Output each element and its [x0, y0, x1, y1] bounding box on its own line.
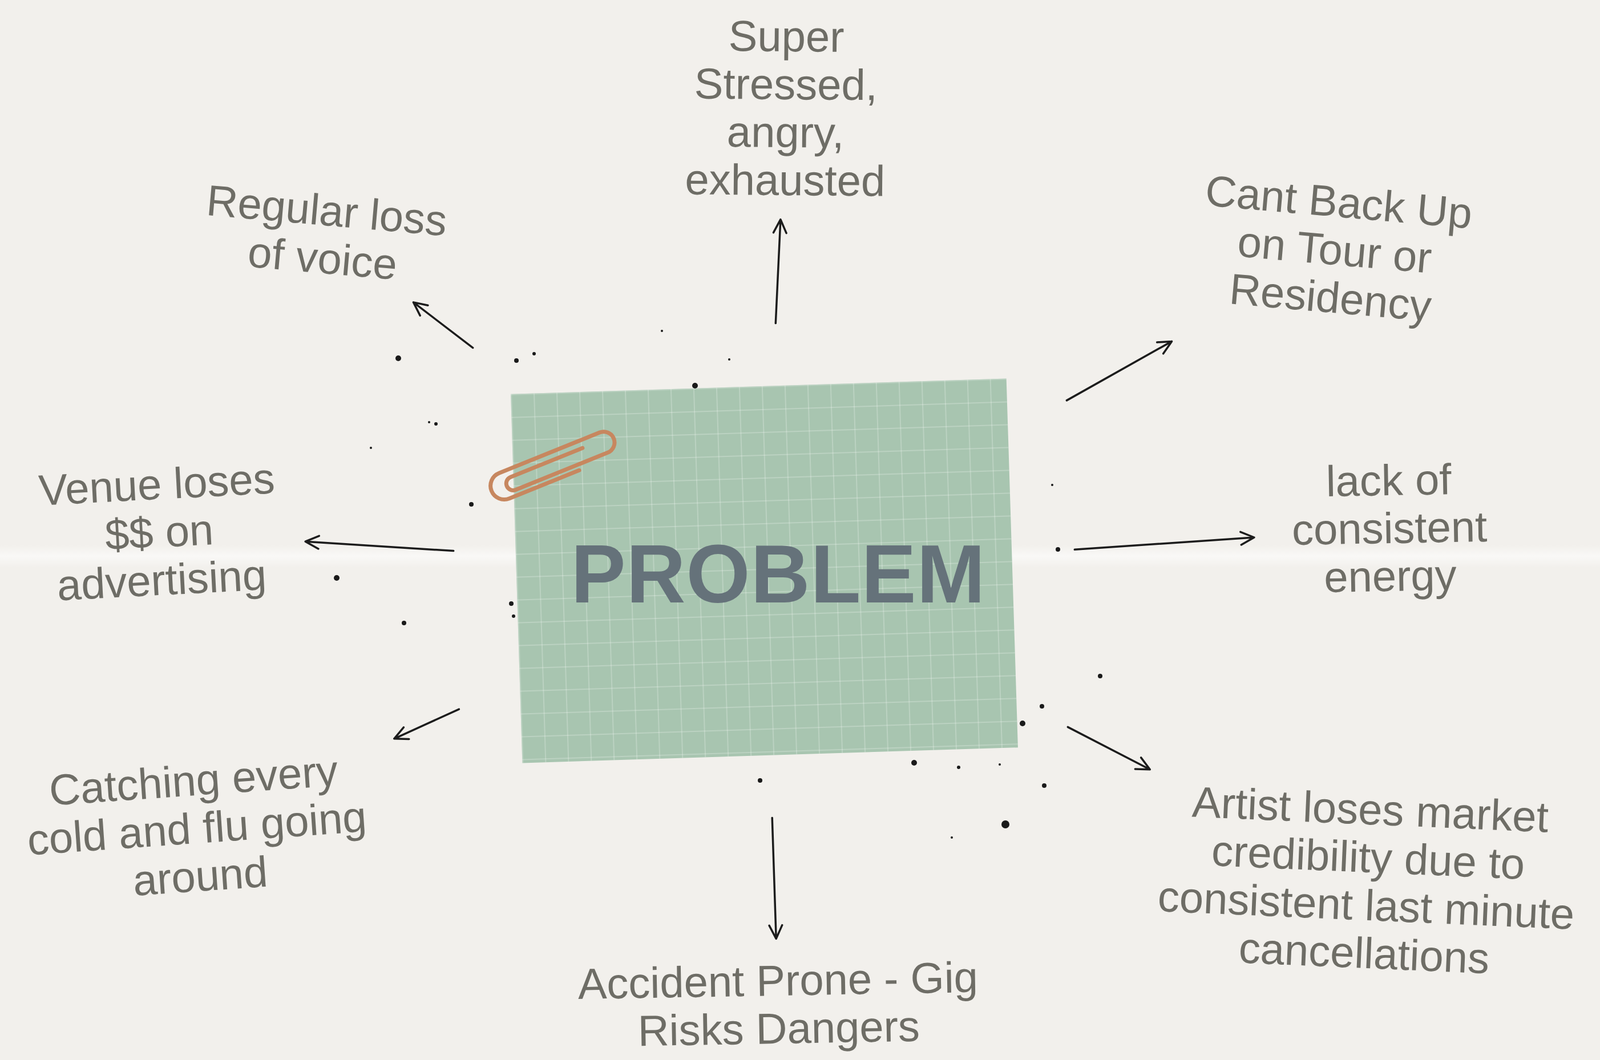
effect-text: Accident Prone - Gig Risks Dangers: [560, 952, 997, 1057]
effect-label: Venue loses $$ on advertising: [27, 453, 292, 611]
effect-text: Venue loses $$ on advertising: [27, 453, 292, 611]
ink-speckle: [1001, 820, 1010, 829]
ink-speckle: [660, 329, 664, 333]
effect-text: Cant Back Up on Tour or Residency: [1180, 165, 1489, 335]
arrow-connector: [413, 302, 474, 349]
effect-label: Catching every cold and flu going around: [12, 744, 382, 913]
effect-label: Cant Back Up on Tour or Residency: [1180, 165, 1489, 335]
arrow-connector: [1066, 341, 1172, 401]
ink-speckle: [532, 352, 536, 356]
ink-speckle: [950, 836, 953, 839]
paperclip: [486, 428, 620, 504]
effect-label: lack of consistent energy: [1268, 454, 1511, 602]
effect-label: Accident Prone - Gig Risks Dangers: [560, 952, 997, 1057]
problem-title: PROBLEM: [542, 519, 987, 622]
effect-text: Regular loss of voice: [190, 175, 460, 294]
ink-speckle: [434, 422, 438, 426]
ink-speckle: [1041, 783, 1047, 789]
effect-label: Artist loses market credibility due to c…: [1140, 776, 1594, 988]
ink-speckle: [395, 355, 402, 362]
arrow-connector: [773, 219, 787, 324]
ink-speckle: [728, 358, 731, 361]
ink-speckles: [333, 329, 1103, 839]
ink-speckle: [1019, 720, 1026, 727]
ink-speckle: [1055, 547, 1061, 552]
arrow-connector: [394, 709, 460, 739]
arrow-connector: [769, 817, 783, 939]
arrow-connector: [305, 535, 454, 551]
ink-speckle: [911, 760, 917, 766]
effect-label: Super Stressed, angry, exhausted: [671, 11, 901, 205]
ink-speckle: [1039, 704, 1045, 709]
ink-speckle: [757, 778, 763, 783]
ink-speckle: [514, 358, 519, 363]
effect-text: Catching every cold and flu going around: [12, 744, 382, 913]
effect-text: Artist loses market credibility due to c…: [1140, 776, 1594, 988]
ink-speckle: [1051, 483, 1054, 487]
problem-card: PROBLEM: [516, 386, 1013, 756]
ink-speckle: [998, 763, 1001, 766]
effect-text: Super Stressed, angry, exhausted: [671, 11, 901, 205]
ink-speckle: [956, 765, 961, 770]
ink-speckle: [333, 575, 340, 581]
ink-speckle: [469, 502, 474, 507]
arrow-connector: [1067, 726, 1150, 770]
ink-speckle: [401, 620, 407, 626]
effect-text: lack of consistent energy: [1268, 454, 1511, 602]
ink-speckle: [692, 382, 698, 389]
arrow-connector: [1074, 531, 1255, 550]
effect-label: Regular loss of voice: [190, 175, 460, 294]
connectors: [305, 219, 1255, 940]
ink-speckle: [427, 421, 431, 424]
ink-speckle: [369, 446, 373, 450]
paperclip-wire: [486, 428, 620, 504]
ink-speckle: [508, 601, 514, 606]
ink-speckle: [1097, 673, 1103, 679]
ink-speckle: [511, 614, 516, 618]
